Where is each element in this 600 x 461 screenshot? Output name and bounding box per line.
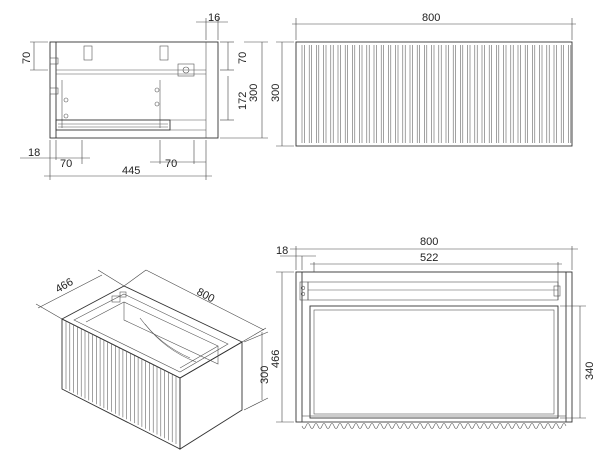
- iso-flutes: [65, 321, 177, 444]
- front-panel: [295, 41, 573, 147]
- front-view: 800 300: [270, 12, 576, 147]
- dim-wall: 18: [28, 147, 40, 159]
- front-flutes: [301, 45, 572, 143]
- dim-left-foot: 70: [60, 158, 72, 170]
- dim-plan-depth: 466: [270, 350, 282, 368]
- dim-total-height: 300: [248, 84, 260, 102]
- dim-iso-height: 300: [259, 366, 271, 384]
- dim-plan-wall: 18: [276, 245, 288, 257]
- dim-top-offset: 16: [208, 12, 220, 24]
- isometric-view: 466 800 300: [35, 269, 271, 450]
- wall-fixing-bracket: [177, 63, 195, 77]
- drawer-runner: [55, 119, 171, 131]
- dim-front-height: 300: [270, 84, 282, 102]
- iso-drawer-cutout: [139, 317, 191, 359]
- dim-inner-height: 172: [237, 92, 249, 110]
- dim-plan-drawer-depth: 340: [584, 362, 596, 380]
- hanger-bracket-left: [83, 45, 93, 61]
- dim-iso-depth: 466: [54, 276, 76, 296]
- plan-view: 18 800 522 466 340: [270, 236, 596, 429]
- plan-outline: [295, 271, 573, 423]
- plan-drawer-box: [309, 305, 559, 419]
- side-section-view: 16 70 70 172 300 18 70 445 70: [20, 12, 268, 180]
- dim-top-right: 70: [237, 52, 249, 64]
- dim-plan-width: 800: [420, 236, 438, 248]
- dim-depth: 445: [122, 165, 140, 177]
- dim-plan-drawer-width: 522: [420, 252, 438, 264]
- plan-front-flutes: [301, 423, 567, 429]
- hanger-bracket-right: [159, 45, 169, 61]
- plan-back-rail: [307, 281, 559, 301]
- dim-right-foot: 70: [165, 158, 177, 170]
- iso-side-face: [179, 341, 243, 450]
- dim-front-width: 800: [422, 12, 440, 24]
- iso-front-face: [61, 318, 181, 450]
- side-outline: [49, 41, 219, 139]
- dim-top-height: 70: [21, 52, 33, 64]
- dim-iso-width: 800: [195, 286, 217, 305]
